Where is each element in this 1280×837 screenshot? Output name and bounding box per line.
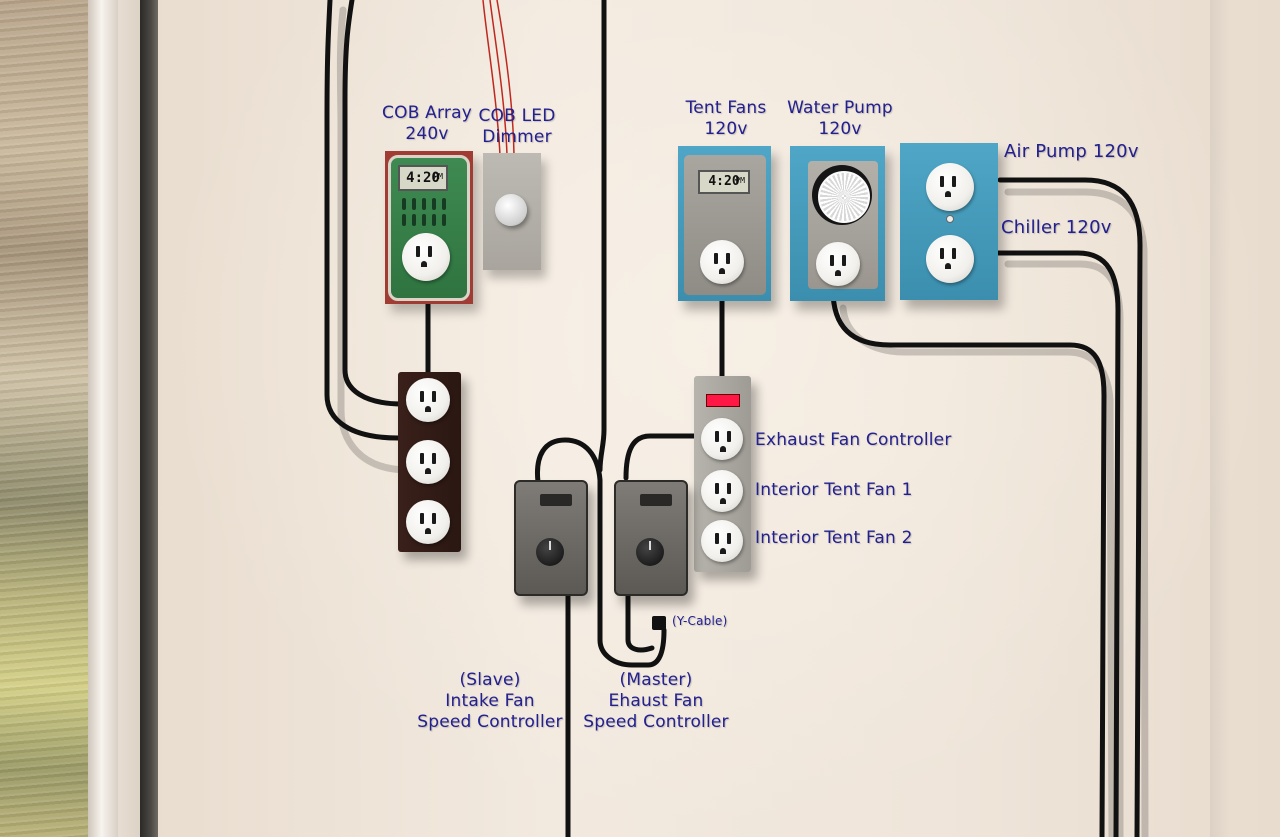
tent-frame-inner: [118, 0, 140, 837]
cob-dimmer-label-line1: COB LED: [478, 106, 556, 126]
exhaust-fan-controller-outlet[interactable]: [701, 418, 743, 460]
plate-screw: [946, 215, 954, 223]
slave-label-line1: (Slave): [459, 670, 521, 690]
master-controller-label: (Master) Ehaust Fan Speed Controller: [578, 670, 734, 733]
cob-dimmer-label-line2: Dimmer: [482, 127, 552, 147]
water-pump-label: Water Pump 120v: [780, 98, 900, 140]
timer-dial-face[interactable]: [818, 171, 870, 223]
cob-dimmer-label: COB LED Dimmer: [468, 106, 566, 148]
water-pump-label-line2: 120v: [818, 119, 862, 139]
cob-timer-display: 4:20 PM: [398, 165, 448, 191]
slave-label-line3: Speed Controller: [417, 712, 563, 732]
tent-frame-pole: [88, 0, 118, 837]
water-pump-label-line1: Water Pump: [787, 98, 893, 118]
tent-fans-label: Tent Fans 120v: [676, 98, 776, 140]
tent-fans-timer-time: 4:20: [708, 174, 740, 189]
tent-fans-timer-display: 4:20 PM: [698, 170, 750, 194]
air-pump-label: Air Pump 120v: [1004, 141, 1139, 162]
dimmer-knob[interactable]: [495, 194, 527, 226]
cob-strip-outlet-3[interactable]: [406, 500, 450, 544]
intake-speed-knob[interactable]: [536, 538, 564, 566]
interior-tent-fan-1-outlet[interactable]: [701, 470, 743, 512]
tent-frame-edge: [140, 0, 158, 837]
interior-tent-fan-2-label: Interior Tent Fan 2: [755, 528, 913, 548]
tent-fans-label-line1: Tent Fans: [685, 98, 767, 118]
air-pump-outlet[interactable]: [926, 163, 974, 211]
exhaust-controller-switch[interactable]: [640, 494, 672, 506]
cob-array-label-line2: 240v: [405, 124, 449, 144]
slave-label-line2: Intake Fan: [445, 691, 535, 711]
interior-tent-fan-2-outlet[interactable]: [701, 520, 743, 562]
chiller-outlet[interactable]: [926, 235, 974, 283]
water-pump-outlet[interactable]: [816, 242, 860, 286]
master-label-line3: Speed Controller: [583, 712, 729, 732]
y-cable-label: (Y-Cable): [672, 614, 728, 628]
cob-strip-outlet-1[interactable]: [406, 378, 450, 422]
interior-tent-fan-1-label: Interior Tent Fan 1: [755, 480, 913, 500]
cob-array-label-line1: COB Array: [382, 103, 472, 123]
cob-timer-pins[interactable]: [402, 198, 448, 226]
chiller-label: Chiller 120v: [1001, 217, 1112, 238]
tent-fans-label-line2: 120v: [704, 119, 748, 139]
cob-strip-outlet-2[interactable]: [406, 440, 450, 484]
cob-240v-outlet[interactable]: [402, 233, 450, 281]
cob-array-label: COB Array 240v: [378, 103, 476, 145]
intake-controller-switch[interactable]: [540, 494, 572, 506]
tent-fans-outlet[interactable]: [700, 240, 744, 284]
exhaust-fan-controller-label: Exhaust Fan Controller: [755, 430, 952, 450]
cob-timer-time: 4:20: [406, 170, 440, 186]
cob-timer-pm: PM: [433, 172, 443, 181]
wall-right-shadow: [1210, 0, 1280, 837]
master-label-line1: (Master): [619, 670, 693, 690]
exhaust-fan-speed-controller: [614, 480, 688, 596]
intake-fan-speed-controller: [514, 480, 588, 596]
exhaust-speed-knob[interactable]: [636, 538, 664, 566]
power-strip-switch[interactable]: [706, 394, 740, 407]
master-label-line2: Ehaust Fan: [608, 691, 704, 711]
slave-controller-label: (Slave) Intake Fan Speed Controller: [412, 670, 568, 733]
tent-fans-timer-pm: PM: [735, 176, 745, 185]
